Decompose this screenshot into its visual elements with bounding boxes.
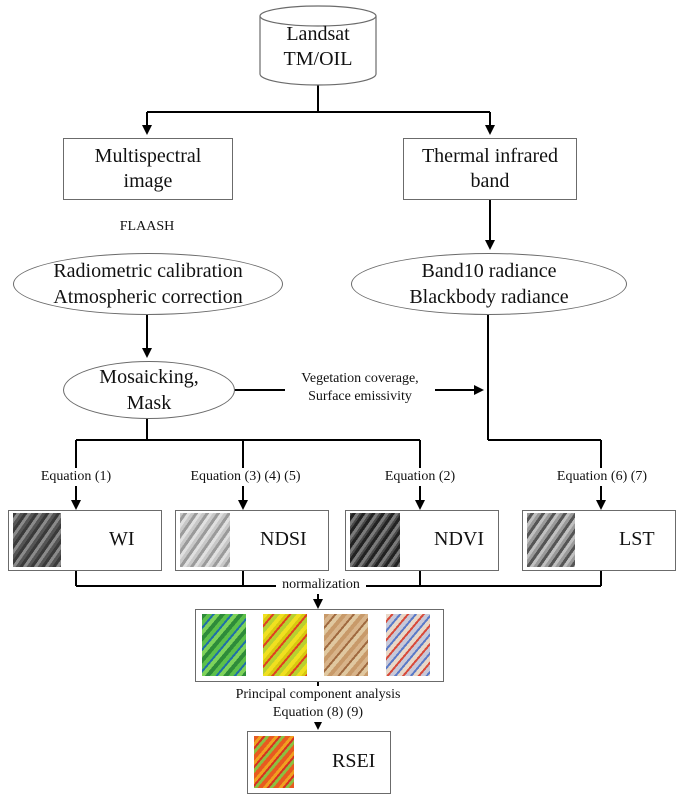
lst-box: LST xyxy=(522,510,676,571)
pca-label: Principal component analysis Equation (8… xyxy=(213,686,423,723)
rsei-label: RSEI xyxy=(332,750,376,772)
equation-67-label: Equation (6) (7) xyxy=(546,468,658,487)
equation-345-label: Equation (3) (4) (5) xyxy=(178,468,313,487)
band10-radiance-ellipse: Band10 radiance Blackbody radiance xyxy=(351,253,627,315)
ndsi-box: NDSI xyxy=(175,510,329,571)
landsat-source-label: Landsat TM/OIL xyxy=(283,23,353,70)
multispectral-image-box: Multispectral image xyxy=(63,138,233,200)
wi-normalized-map xyxy=(202,614,246,676)
vegetation-emissivity-label: Vegetation coverage, Surface emissivity xyxy=(285,370,435,407)
ndsi-normalized-map xyxy=(263,614,307,676)
ndvi-label: NDVI xyxy=(434,528,484,550)
normalization-label: normalization xyxy=(276,576,366,595)
lst-thumbnail xyxy=(527,513,575,567)
wi-label: WI xyxy=(109,528,135,550)
flaash-label: FLAASH xyxy=(112,218,182,237)
wi-thumbnail xyxy=(13,513,61,567)
landsat-database-icon xyxy=(259,5,377,86)
ndvi-thumbnail xyxy=(350,513,400,567)
ndvi-box: NDVI xyxy=(345,510,499,571)
ndsi-label: NDSI xyxy=(260,528,307,550)
normalized-maps-box xyxy=(195,609,444,682)
lst-normalized-map xyxy=(386,614,430,676)
radiometric-correction-ellipse: Radiometric calibration Atmospheric corr… xyxy=(13,253,283,315)
rsei-box: RSEI xyxy=(247,731,391,794)
equation-1-label: Equation (1) xyxy=(28,468,124,487)
equation-2-label: Equation (2) xyxy=(372,468,468,487)
thermal-infrared-band-box: Thermal infrared band xyxy=(403,138,577,200)
lst-label: LST xyxy=(619,528,655,550)
wi-box: WI xyxy=(8,510,162,571)
mosaicking-mask-ellipse: Mosaicking, Mask xyxy=(63,361,235,419)
ndvi-normalized-map xyxy=(324,614,368,676)
rsei-map xyxy=(254,736,294,788)
ndsi-thumbnail xyxy=(180,513,230,567)
